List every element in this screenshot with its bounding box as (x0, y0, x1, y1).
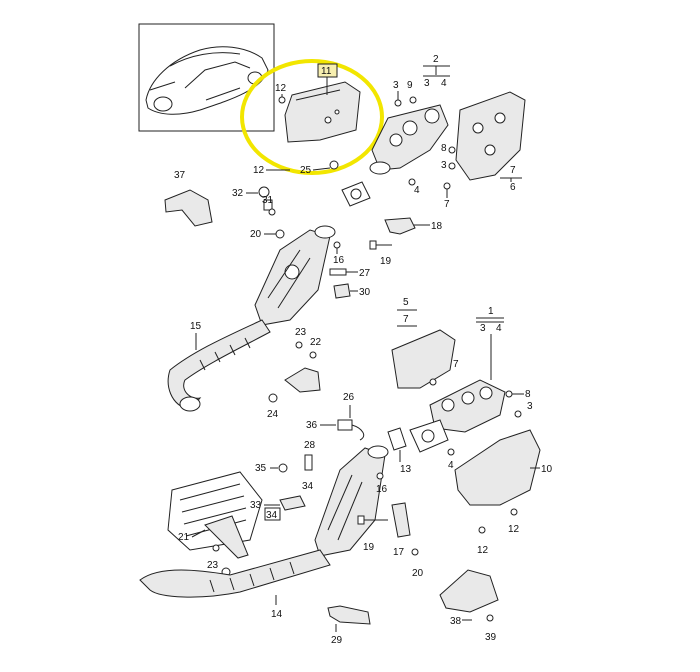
callout-23a: 23 (295, 327, 307, 338)
callout-19a: 19 (380, 256, 392, 267)
callout-12c: 12 (508, 524, 520, 535)
callout-37: 37 (174, 170, 186, 181)
callout-21: 21 (178, 532, 190, 543)
callout-15: 15 (190, 321, 202, 332)
callout-9: 9 (407, 80, 413, 91)
pipe-14 (139, 549, 331, 598)
callout-3e: 3 (527, 401, 533, 412)
callout-18: 18 (431, 221, 443, 232)
part-5-heat-shield (391, 329, 456, 389)
callout-33: 33 (250, 500, 262, 511)
callout-7d: 7 (453, 359, 459, 370)
callout-34b: 34 (266, 510, 278, 521)
callout-39: 39 (485, 632, 497, 643)
callout-12b: 12 (253, 165, 265, 176)
callout-22: 22 (310, 337, 322, 348)
callout-26: 26 (343, 392, 355, 403)
part-22-hanger (284, 367, 321, 393)
top-catalytic-converter (254, 225, 336, 326)
callout-3c: 3 (441, 160, 447, 171)
callout-7c: 7 (403, 314, 409, 325)
part-18-bracket (384, 217, 416, 235)
callout-28: 28 (304, 440, 316, 451)
callout-7a: 7 (510, 165, 516, 176)
part-10-heat-shield (454, 429, 541, 506)
vehicle-thumbnail (138, 23, 275, 132)
callout-13: 13 (400, 464, 412, 475)
callout-36: 36 (306, 420, 318, 431)
lower-catalytic-converter (314, 445, 389, 557)
callout-4a: 4 (441, 78, 447, 89)
part-38-bracket (439, 569, 499, 613)
callout-20b: 20 (412, 568, 424, 579)
callout-5: 5 (403, 297, 409, 308)
part-17-bracket (391, 502, 411, 538)
callout-8b: 8 (525, 389, 531, 400)
engine-block-outline (167, 471, 263, 551)
callout-32: 32 (232, 188, 244, 199)
callout-8a: 8 (441, 143, 447, 154)
callout-2: 2 (433, 54, 439, 65)
callout-31: 31 (262, 195, 274, 206)
callout-12d: 12 (477, 545, 489, 556)
callout-4b: 4 (414, 185, 420, 196)
callout-25: 25 (300, 165, 312, 176)
callout-35: 35 (255, 463, 267, 474)
callout-38: 38 (450, 616, 462, 627)
callout-4d: 4 (448, 460, 454, 471)
callout-29: 29 (331, 635, 343, 646)
part-6-heat-shield (455, 91, 526, 181)
callout-14: 14 (271, 609, 283, 620)
callout-3d: 3 (480, 323, 486, 334)
callout-16a: 16 (333, 255, 345, 266)
part-29-sealant (327, 605, 371, 625)
highlight-ring (240, 59, 384, 175)
part-37-bracket (164, 189, 213, 227)
pipe-15 (167, 319, 271, 411)
callout-20a: 20 (250, 229, 262, 240)
callout-30: 30 (359, 287, 371, 298)
callout-24a: 24 (267, 409, 279, 420)
callout-4c: 4 (496, 323, 502, 334)
callout-23b: 23 (207, 560, 219, 571)
callout-11: 11 (321, 66, 332, 77)
callout-16b: 16 (376, 484, 388, 495)
part-21-bracket (204, 515, 249, 559)
callout-17: 17 (393, 547, 405, 558)
part-11-heat-shield (284, 81, 361, 143)
callout-27: 27 (359, 268, 371, 279)
callout-7b: 7 (444, 199, 450, 210)
part-2-manifold (369, 104, 449, 175)
callout-12a: 12 (275, 83, 287, 94)
callout-1: 1 (488, 306, 494, 317)
callout-6: 6 (510, 182, 516, 193)
callout-3a: 3 (424, 78, 430, 89)
callout-34a: 34 (302, 481, 314, 492)
callout-3b: 3 (393, 80, 399, 91)
callout-19b: 19 (363, 542, 375, 553)
callout-10: 10 (541, 464, 553, 475)
